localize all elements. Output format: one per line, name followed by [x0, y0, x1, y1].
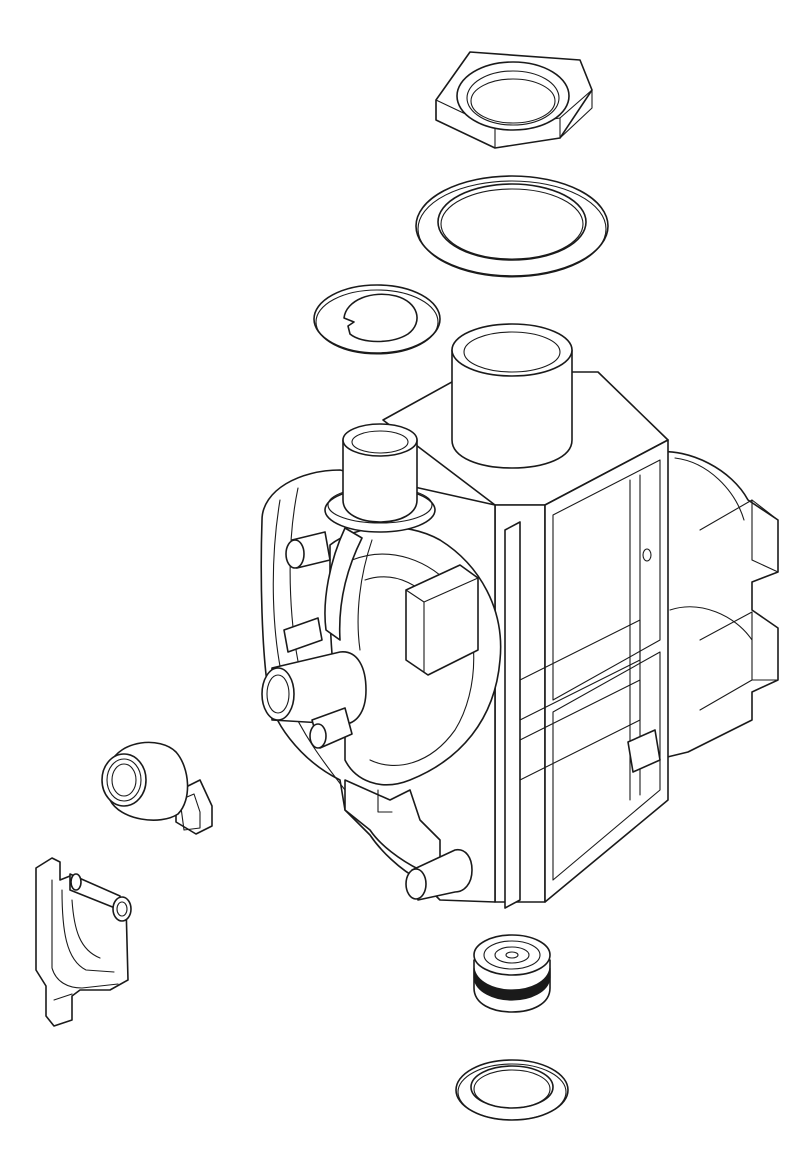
hex-nut	[435, 51, 593, 149]
sensor-plug	[101, 741, 213, 835]
valve-plug	[473, 934, 551, 1013]
bottom-washer	[455, 1059, 569, 1121]
pump-valve-body	[260, 323, 779, 909]
small-washer-notched	[313, 284, 441, 355]
large-washer	[415, 175, 609, 278]
retaining-clip	[35, 857, 132, 1027]
